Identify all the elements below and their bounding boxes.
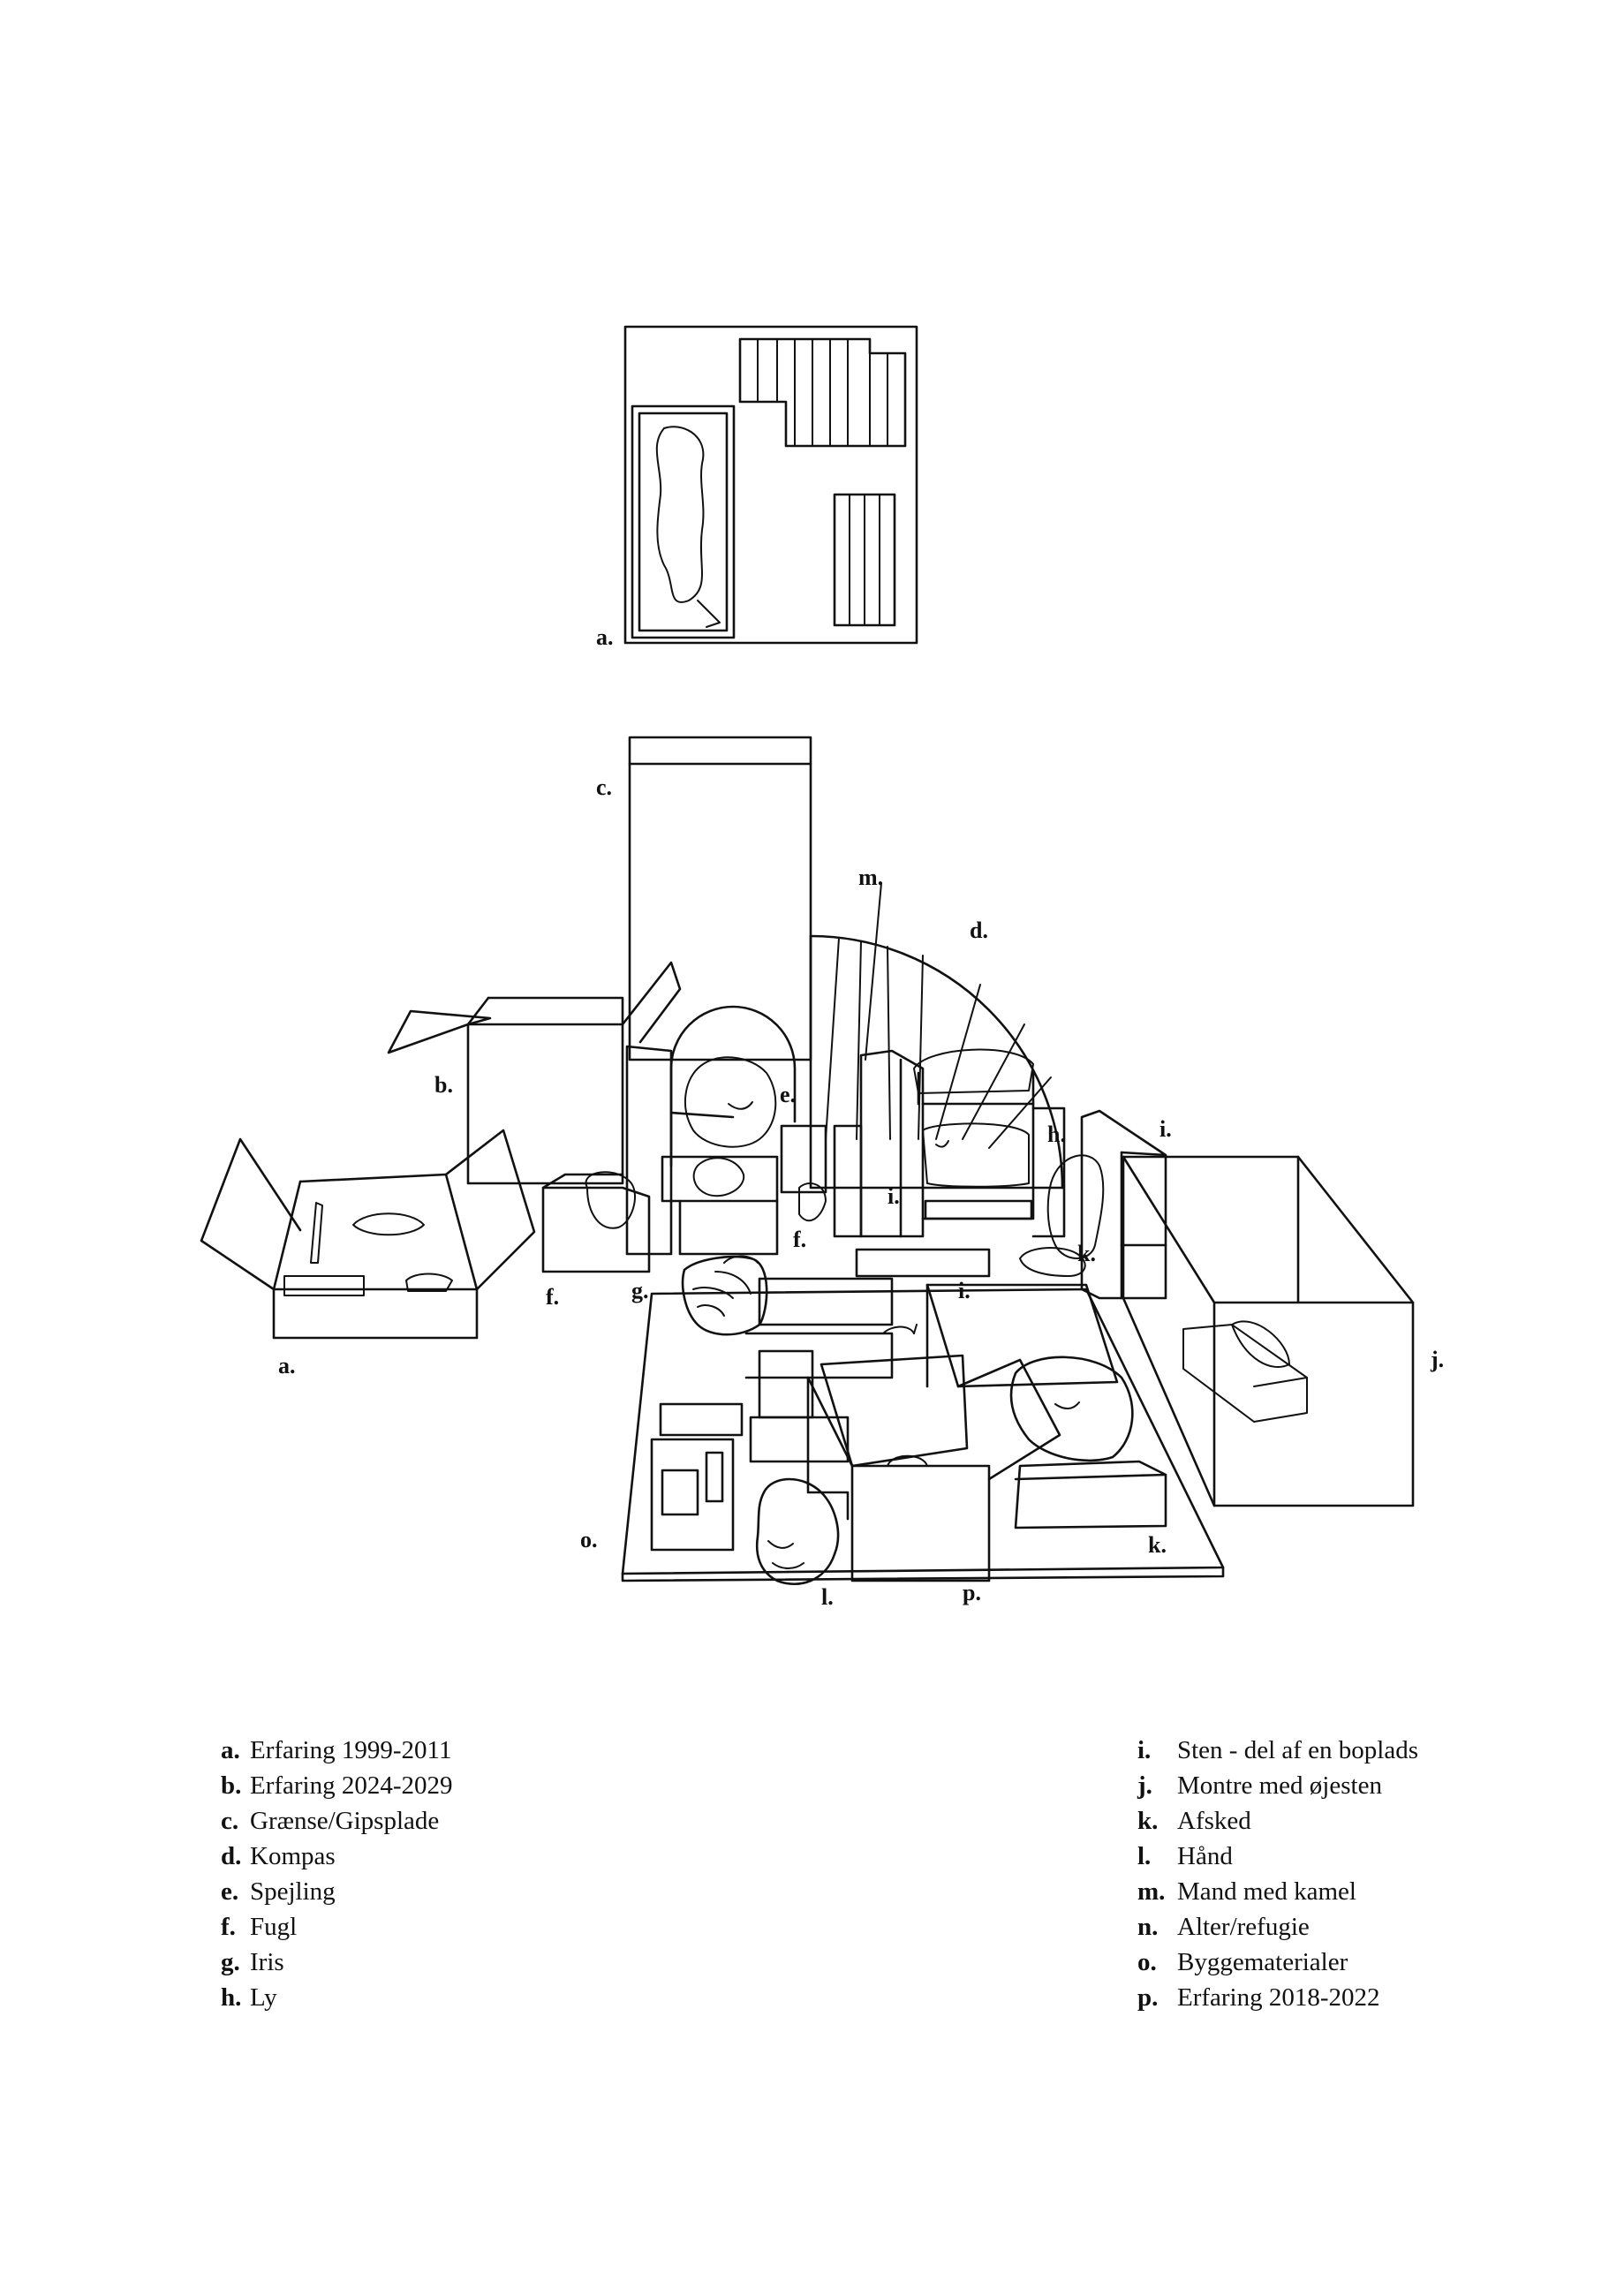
- legend-label: Mand med kamel: [1177, 1877, 1356, 1906]
- marker-i-lower: i.: [958, 1278, 971, 1303]
- marker-c: c.: [596, 774, 612, 800]
- legend-label: Sten - del af en boplads: [1177, 1736, 1419, 1764]
- legend-item-p: p. Erfaring 2018-2022: [1137, 1980, 1418, 2015]
- legend-key: h.: [221, 1983, 242, 2012]
- legend-item-c: c. Grænse/Gipsplade: [221, 1803, 453, 1839]
- object-d-compass: [809, 882, 1064, 1190]
- object-l-hand: [755, 1477, 840, 1585]
- marker-i-center: i.: [888, 1183, 900, 1209]
- marker-a: a.: [278, 1353, 296, 1378]
- legend-label: Erfaring 2024-2029: [250, 1771, 453, 1800]
- legend-left-column: a. Erfaring 1999-2011 b. Erfaring 2024-202…: [221, 1733, 453, 2015]
- marker-g: g.: [631, 1278, 649, 1303]
- marker-e: e.: [780, 1082, 796, 1107]
- legend-label: Byggematerialer: [1177, 1948, 1348, 1976]
- legend-key: g.: [221, 1948, 240, 1976]
- marker-h: h.: [1047, 1122, 1066, 1147]
- legend-key: n.: [1137, 1913, 1159, 1941]
- object-j-vitrine: [1122, 1155, 1415, 1507]
- legend-key: d.: [221, 1842, 242, 1870]
- object-c-plasterboard: [628, 736, 812, 1061]
- legend-key: f.: [221, 1913, 236, 1941]
- legend-item-o: o. Byggematerialer: [1137, 1945, 1418, 1980]
- marker-labels: a. c. m. d. b. e. h. i. i. f. k. f. g. i…: [278, 624, 1444, 1610]
- legend-key: c.: [221, 1807, 239, 1835]
- marker-k-lower: k.: [1148, 1532, 1167, 1558]
- marker-m: m.: [858, 865, 883, 890]
- legend-item-f: f. Fugl: [221, 1909, 453, 1945]
- legend-item-l: l. Hånd: [1137, 1839, 1418, 1874]
- legend-key: j.: [1137, 1771, 1152, 1800]
- legend-label: Spejling: [250, 1877, 336, 1906]
- marker-k-upper: k.: [1077, 1241, 1096, 1266]
- marker-p: p.: [963, 1580, 981, 1605]
- legend-label: Fugl: [250, 1913, 298, 1941]
- marker-l: l.: [821, 1584, 834, 1610]
- legend-label: Grænse/Gipsplade: [250, 1807, 440, 1835]
- object-b-open-box: [387, 961, 682, 1185]
- legend-item-j: j. Montre med øjesten: [1137, 1768, 1418, 1803]
- legend-label: Alter/refugie: [1177, 1913, 1310, 1941]
- legend-key: l.: [1137, 1842, 1152, 1870]
- legend-item-h: h. Ly: [221, 1980, 453, 2015]
- legend-label: Montre med øjesten: [1177, 1771, 1382, 1800]
- legend-label: Iris: [250, 1948, 284, 1976]
- legend-item-i: i. Sten - del af en boplads: [1137, 1733, 1418, 1768]
- marker-o: o.: [580, 1527, 598, 1552]
- legend-label: Kompas: [250, 1842, 336, 1870]
- legend-right-column: i. Sten - del af en boplads j. Montre med …: [1137, 1733, 1418, 2015]
- legend-item-n: n. Alter/refugie: [1137, 1909, 1418, 1945]
- object-n-altar: [623, 325, 918, 645]
- legend-label: Hånd: [1177, 1842, 1233, 1870]
- legend-key: m.: [1137, 1877, 1166, 1906]
- marker-j: j.: [1430, 1347, 1444, 1372]
- legend-label: Erfaring 2018-2022: [1177, 1983, 1380, 2012]
- object-o-p-base: [621, 1248, 1225, 1582]
- legend-item-m: m. Mand med kamel: [1137, 1874, 1418, 1909]
- legend-key: e.: [221, 1877, 239, 1906]
- legend-key: k.: [1137, 1807, 1159, 1835]
- legend-key: i.: [1137, 1736, 1152, 1764]
- legend-label: Ly: [250, 1983, 277, 2012]
- legend-item-b: b. Erfaring 2024-2029: [221, 1768, 453, 1803]
- marker-i-right: i.: [1159, 1116, 1172, 1142]
- object-center-pedestal: [780, 1048, 1066, 1238]
- legend-item-a: a. Erfaring 1999-2011: [221, 1733, 453, 1768]
- legend-item-d: d. Kompas: [221, 1839, 453, 1874]
- legend-item-k: k. Afsked: [1137, 1803, 1418, 1839]
- marker-n: a.: [596, 624, 614, 650]
- legend-key: o.: [1137, 1948, 1157, 1976]
- marker-d: d.: [970, 918, 988, 943]
- legend-item-g: g. Iris: [221, 1945, 453, 1980]
- object-f-bird: [541, 1171, 651, 1273]
- legend-label: Erfaring 1999-2011: [250, 1736, 452, 1764]
- legend-label: Afsked: [1177, 1807, 1251, 1835]
- legend-key: b.: [221, 1771, 242, 1800]
- object-e-reflection: [625, 1005, 797, 1256]
- object-a-open-box: [200, 1129, 536, 1340]
- marker-b: b.: [434, 1072, 453, 1098]
- legend-key: a.: [221, 1736, 240, 1764]
- object-h-shelter: [1019, 1154, 1105, 1277]
- legend-key: p.: [1137, 1983, 1159, 2012]
- marker-f-bird: f.: [793, 1227, 806, 1252]
- legend-item-e: e. Spejling: [221, 1874, 453, 1909]
- marker-f-plinth: f.: [546, 1284, 559, 1310]
